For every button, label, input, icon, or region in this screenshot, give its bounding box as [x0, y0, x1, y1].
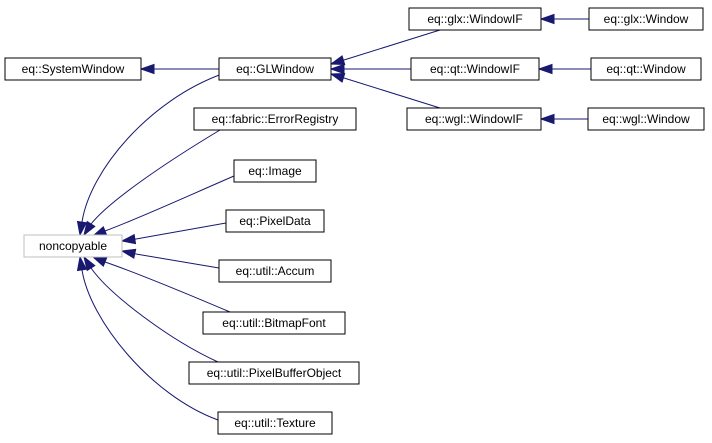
- node-noncopyable[interactable]: noncopyable: [23, 234, 123, 258]
- edge-texture-to-noncopyable: [76, 255, 219, 421]
- arrowhead: [537, 63, 553, 75]
- arrowhead: [83, 220, 96, 237]
- node-label: eq::wgl::Window: [602, 112, 690, 126]
- edge-qt-window-if-to-gl-window: [329, 63, 411, 75]
- node-label: eq::qt::WindowIF: [430, 62, 520, 76]
- arrowhead: [91, 256, 108, 268]
- edge-error-registry-to-noncopyable: [83, 129, 221, 237]
- edge-glx-window-to-glx-window-if: [539, 13, 589, 25]
- edge-wgl-window-if-to-gl-window: [329, 72, 441, 109]
- edge-pixel-buffer-object-to-noncopyable: [83, 255, 219, 363]
- node-qt-window[interactable]: eq::qt::Window: [590, 57, 702, 81]
- node-bitmap-font[interactable]: eq::util::BitmapFont: [202, 311, 346, 335]
- node-label: noncopyable: [39, 239, 107, 253]
- node-pixel-data[interactable]: eq::PixelData: [225, 209, 325, 233]
- node-error-registry[interactable]: eq::fabric::ErrorRegistry: [193, 107, 357, 131]
- arrowhead: [329, 72, 346, 83]
- node-accum[interactable]: eq::util::Accum: [218, 259, 332, 283]
- edge-pixel-data-to-noncopyable: [120, 222, 227, 245]
- node-label: eq::GLWindow: [236, 62, 314, 76]
- node-glx-window[interactable]: eq::glx::Window: [588, 7, 704, 31]
- node-label: eq::fabric::ErrorRegistry: [212, 112, 339, 126]
- arrowhead: [329, 63, 345, 75]
- arrowhead: [76, 255, 88, 272]
- edge-gl-window-to-system-window: [139, 63, 219, 75]
- node-label: eq::util::Texture: [234, 416, 316, 430]
- node-qt-window-if[interactable]: eq::qt::WindowIF: [410, 57, 540, 81]
- node-gl-window[interactable]: eq::GLWindow: [218, 57, 332, 81]
- node-texture[interactable]: eq::util::Texture: [217, 411, 333, 435]
- node-label: eq::util::PixelBufferObject: [207, 366, 342, 380]
- edge-bitmap-font-to-noncopyable: [91, 256, 231, 313]
- node-pixel-buffer-object[interactable]: eq::util::PixelBufferObject: [188, 361, 360, 385]
- node-label: eq::PixelData: [239, 214, 311, 228]
- node-label: eq::glx::WindowIF: [427, 12, 522, 26]
- node-label: eq::util::Accum: [236, 264, 315, 278]
- arrowhead: [539, 113, 555, 125]
- edge-qt-window-to-qt-window-if: [537, 63, 591, 75]
- node-wgl-window[interactable]: eq::wgl::Window: [587, 107, 705, 131]
- node-wgl-window-if[interactable]: eq::wgl::WindowIF: [406, 107, 542, 131]
- arrowhead: [539, 13, 555, 25]
- node-label: eq::wgl::WindowIF: [425, 112, 523, 126]
- node-label: eq::Image: [248, 164, 302, 178]
- node-label: eq::SystemWindow: [22, 62, 125, 76]
- node-system-window[interactable]: eq::SystemWindow: [4, 57, 142, 81]
- edge-gl-window-to-noncopyable: [76, 73, 223, 237]
- arrowhead: [120, 248, 137, 259]
- edge-wgl-window-to-wgl-window-if: [539, 113, 588, 125]
- arrowhead: [120, 233, 137, 245]
- arrowhead: [139, 63, 155, 75]
- edge-accum-to-noncopyable: [120, 248, 220, 269]
- node-label: eq::util::BitmapFont: [222, 316, 326, 330]
- node-label: eq::glx::Window: [604, 12, 689, 26]
- arrowhead: [329, 55, 346, 66]
- edge-glx-window-if-to-gl-window: [329, 29, 441, 66]
- edge-image-to-noncopyable: [91, 175, 235, 237]
- arrowhead: [76, 220, 88, 237]
- arrowhead: [83, 255, 96, 272]
- node-glx-window-if[interactable]: eq::glx::WindowIF: [408, 7, 542, 31]
- node-image[interactable]: eq::Image: [233, 159, 317, 183]
- node-label: eq::qt::Window: [606, 62, 686, 76]
